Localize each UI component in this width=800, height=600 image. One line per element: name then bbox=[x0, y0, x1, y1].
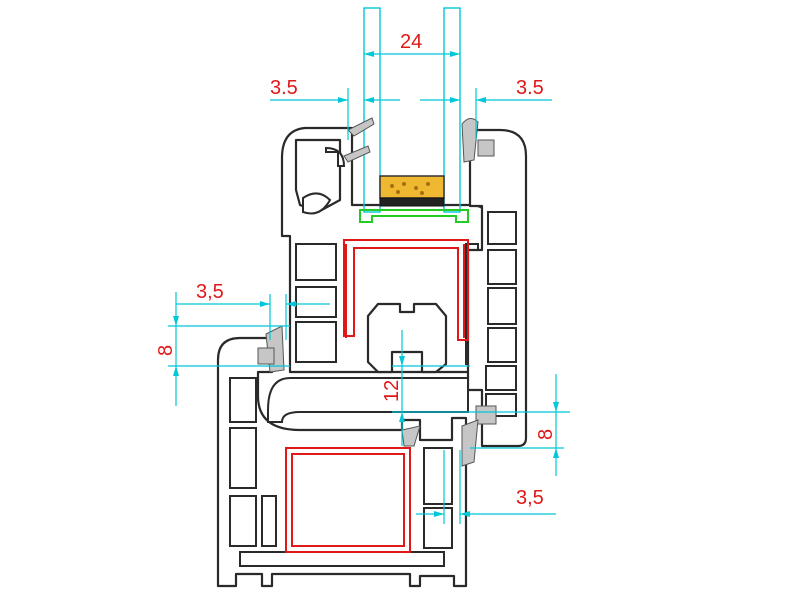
spacer-bar bbox=[379, 175, 445, 207]
gasket-center bbox=[401, 425, 421, 447]
sash-profile bbox=[280, 126, 494, 374]
dim-sash-gap-label: 3,5 bbox=[196, 281, 224, 303]
dim-overlap-left-label: 8 bbox=[155, 345, 177, 356]
glass-pane-inner bbox=[363, 7, 381, 213]
dim-overlap-right-label: 8 bbox=[535, 429, 557, 440]
frame-right-profile bbox=[462, 128, 528, 448]
gasket-frame-right bbox=[461, 405, 497, 467]
frame-bottom-profile bbox=[216, 336, 469, 588]
dim-glass-gap-label: 24 bbox=[400, 31, 422, 53]
gasket-glazing-right bbox=[461, 118, 495, 163]
dimension-lines bbox=[168, 51, 570, 524]
glass-pane-outer bbox=[443, 7, 461, 213]
dim-rebate-left-label: 3.5 bbox=[270, 77, 298, 99]
dim-bottom-gap-label: 3,5 bbox=[516, 487, 544, 509]
steel-reinforcement-sash bbox=[343, 239, 469, 341]
dim-rebate-height-label: 12 bbox=[381, 380, 403, 402]
dim-rebate-right-label: 3.5 bbox=[516, 77, 544, 99]
steel-reinforcement-frame bbox=[285, 447, 411, 553]
gasket-glazing-left bbox=[343, 117, 375, 163]
glazing-clip bbox=[359, 209, 469, 223]
